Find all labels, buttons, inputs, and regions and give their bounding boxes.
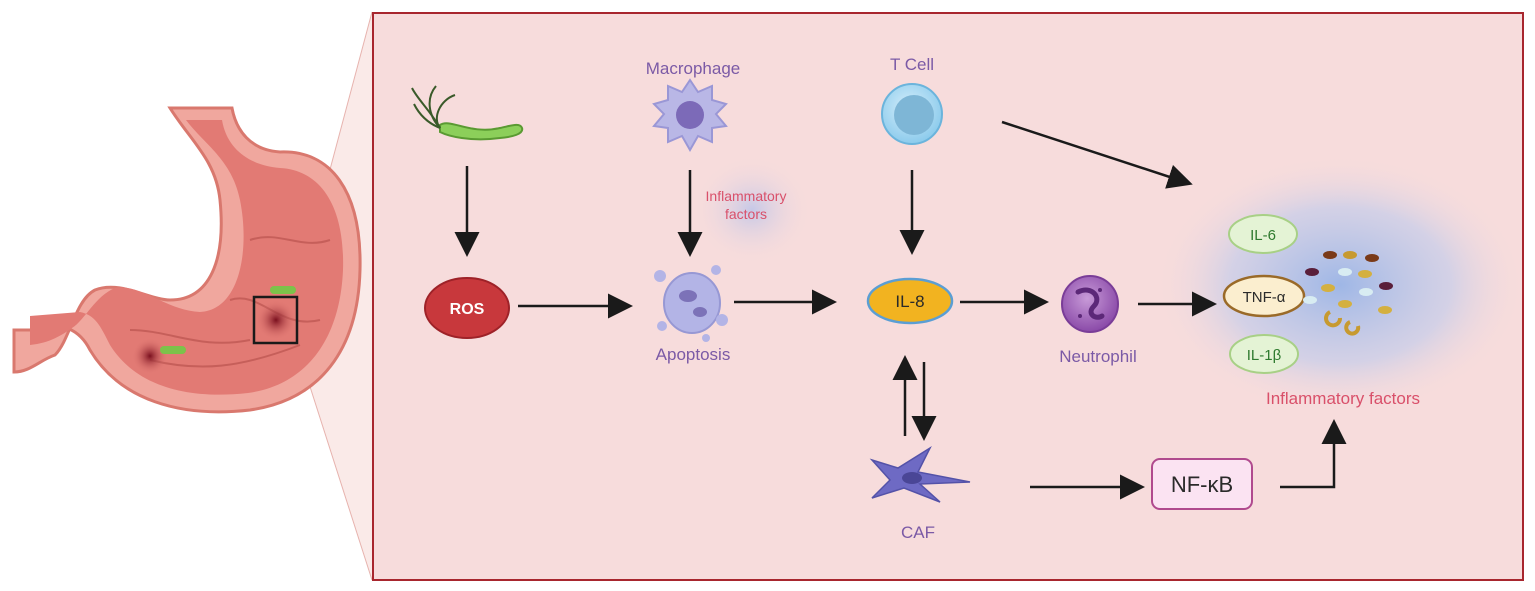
arrow-nfkb-to-cytokines: [1280, 419, 1347, 489]
il8-node: [866, 277, 954, 325]
stomach-fold-3: [249, 236, 331, 244]
arrows: [454, 120, 1347, 500]
cytokine-particles-icon: [1303, 251, 1393, 336]
inflammatory-factors-small-line1: Inflammatory: [706, 188, 787, 204]
inflammatory-factors-label: Inflammatory factors: [1266, 389, 1420, 408]
neutrophil-icon: [1061, 275, 1119, 333]
inflammatory-glow-small: [692, 155, 812, 265]
nfkb-label: NF-κB: [1171, 472, 1233, 497]
il8-label: IL-8: [895, 292, 924, 311]
ulcer-lesion-1: [132, 338, 168, 374]
h-pylori-icon: [411, 85, 524, 141]
il6-node: [1228, 214, 1298, 254]
neutrophil-label: Neutrophil: [1059, 347, 1137, 366]
il1b-label: IL-1β: [1247, 347, 1282, 364]
il1b-node: [1229, 334, 1299, 374]
stomach-fold-2: [149, 344, 301, 368]
ros-label: ROS: [450, 301, 485, 318]
stomach-illustration: [12, 106, 362, 414]
tnfa-label: TNF-α: [1243, 289, 1286, 306]
caf-icon: [869, 445, 971, 503]
macrophage-label: Macrophage: [646, 59, 741, 78]
t-cell-label: T Cell: [890, 55, 934, 74]
caf-label: CAF: [901, 523, 935, 542]
ulcer-lesion-2: [256, 300, 296, 340]
macrophage-icon: [652, 78, 728, 153]
il6-label: IL-6: [1250, 227, 1276, 244]
tnfa-node: [1222, 274, 1306, 318]
inflammatory-factors-small-line2: factors: [725, 206, 767, 222]
apoptosis-icon: [654, 265, 728, 342]
stomach-bacteria-1: [160, 346, 186, 354]
cytokine-glow: [1155, 155, 1525, 415]
stomach-fold-1: [129, 329, 251, 344]
zoom-box: [252, 295, 299, 345]
arrow-tcell-to-cytokines: [1001, 120, 1193, 189]
apoptosis-label: Apoptosis: [656, 345, 731, 364]
stomach-bacteria-2: [270, 286, 296, 294]
t-cell-icon: [881, 83, 943, 145]
nfkb-node: [1151, 458, 1253, 510]
ros-node: [424, 277, 510, 339]
